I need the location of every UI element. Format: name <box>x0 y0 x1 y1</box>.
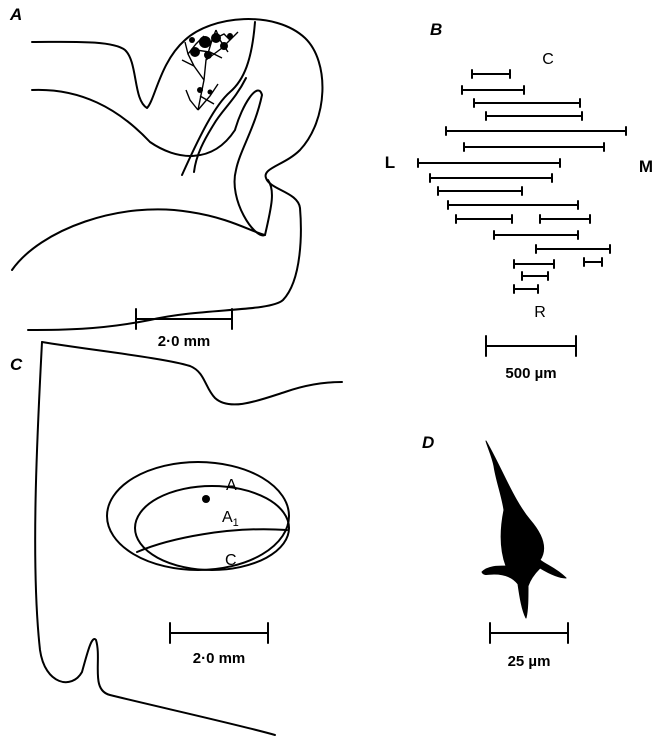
extent-bar-15 <box>584 258 602 266</box>
extent-bar-12 <box>540 215 590 223</box>
extent-bar-14 <box>536 245 610 253</box>
white-matter-band <box>12 209 265 270</box>
scale-bar-c-label: 2·0 mm <box>193 650 246 667</box>
panel-d-letter: D <box>422 433 434 452</box>
brain-outline-c <box>42 342 342 404</box>
extent-bar-10 <box>448 201 578 209</box>
caudal-label: C <box>542 51 554 68</box>
scale-bar-a-label: 2·0 mm <box>158 333 211 350</box>
extent-bar-4 <box>486 112 582 120</box>
panel-b-letter: B <box>430 20 442 39</box>
scale-bar-d: 25 µm <box>490 623 568 670</box>
outer-ellipse <box>107 462 289 570</box>
panel-a-letter: A <box>9 5 22 24</box>
region-a-label: A <box>226 477 237 494</box>
extent-bar-17 <box>522 272 548 280</box>
panel-c: C A A1 C 2·0 mm <box>10 342 342 735</box>
extent-bar-7 <box>418 159 560 167</box>
region-a1-label: A1 <box>222 509 239 529</box>
panel-b: B C R L M 500 µm <box>385 20 652 382</box>
scale-bar-c: 2·0 mm <box>170 623 268 667</box>
rostral-label: R <box>534 304 546 321</box>
region-divider-line <box>137 529 287 552</box>
extent-bar-11 <box>456 215 512 223</box>
extent-bar-3 <box>474 99 580 107</box>
inner-contour <box>32 90 272 236</box>
extent-bar-18 <box>514 285 538 293</box>
lateral-label: L <box>385 153 395 172</box>
brain-section-outline <box>28 19 322 330</box>
inner-ellipse <box>135 486 289 570</box>
extent-bar-9 <box>438 187 522 195</box>
panel-c-letter: C <box>10 355 23 374</box>
extent-bar-16 <box>514 260 554 268</box>
extent-bar-6 <box>464 143 604 151</box>
fibre-line-1 <box>182 22 255 175</box>
brain-left-edge-c <box>35 342 275 735</box>
medial-label: M <box>639 157 652 176</box>
extent-bar-8 <box>430 174 552 182</box>
scale-bar-b-label: 500 µm <box>505 365 556 382</box>
panel-d: D 25 µm <box>422 433 568 670</box>
region-c-label: C <box>225 552 237 569</box>
panel-a: A <box>9 5 322 350</box>
neuron-soma <box>482 441 566 618</box>
scale-bar-b: 500 µm <box>486 336 576 382</box>
extent-bar-5 <box>446 127 626 135</box>
extent-bar-13 <box>494 231 578 239</box>
extent-bar-2 <box>462 86 524 94</box>
extent-bar-1 <box>472 70 510 78</box>
scale-bar-d-label: 25 µm <box>508 653 551 670</box>
recording-site-dot <box>202 495 210 503</box>
dendritic-extent-bars <box>418 70 626 293</box>
